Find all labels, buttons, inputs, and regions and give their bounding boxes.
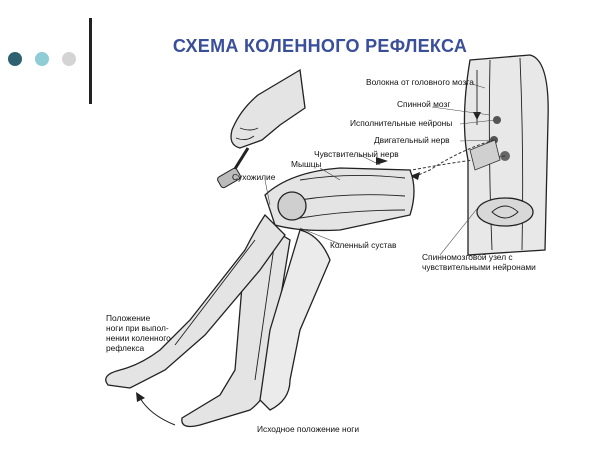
dot-dark-teal xyxy=(8,52,22,66)
arrow-motor-icon xyxy=(410,172,420,180)
label-tendon: Сухожилие xyxy=(232,172,276,182)
label-sensory-nerve: Чувствительный нерв xyxy=(314,149,399,159)
page-title: СХЕМА КОЛЕННОГО РЕФЛЕКСА xyxy=(172,36,468,56)
label-knee-joint: Коленный сустав xyxy=(330,240,397,250)
label-muscles: Мышцы xyxy=(291,159,322,169)
label-reflex-line1: Положение xyxy=(106,313,151,323)
movement-arc xyxy=(139,397,176,426)
arrow-sensory-icon xyxy=(376,157,388,165)
dot-light-teal xyxy=(35,52,49,66)
second-leg-illustration xyxy=(259,229,331,411)
kneecap xyxy=(277,191,307,221)
decorative-dots xyxy=(8,52,78,70)
motor-nerve-path xyxy=(394,139,495,186)
arrow-movement-icon xyxy=(136,392,145,402)
label-initial-position: Исходное положение ноги xyxy=(257,424,359,434)
label-ganglion-line1: Спинномозговой узел с xyxy=(422,252,513,262)
label-motor-nerve: Двигательный нерв xyxy=(374,135,450,145)
label-executive-neurons: Исполнительные нейроны xyxy=(350,118,452,128)
label-brain-fibers: Волокна от головного мозга xyxy=(366,77,474,87)
label-spinal-cord: Спинной мозг xyxy=(397,99,450,109)
lower-leg-reflex xyxy=(105,213,286,389)
title-divider xyxy=(89,18,92,104)
label-reflex-line3: нении коленного xyxy=(106,333,171,343)
dot-grey xyxy=(62,52,76,66)
label-ganglion-line2: чувствительными нейронами xyxy=(422,262,536,272)
hand-with-hammer-illustration xyxy=(217,68,306,189)
label-reflex-line4: рефлекса xyxy=(106,343,145,353)
label-reflex-line2: ноги при выпол- xyxy=(106,323,169,333)
spinal-cord-illustration xyxy=(463,54,549,256)
